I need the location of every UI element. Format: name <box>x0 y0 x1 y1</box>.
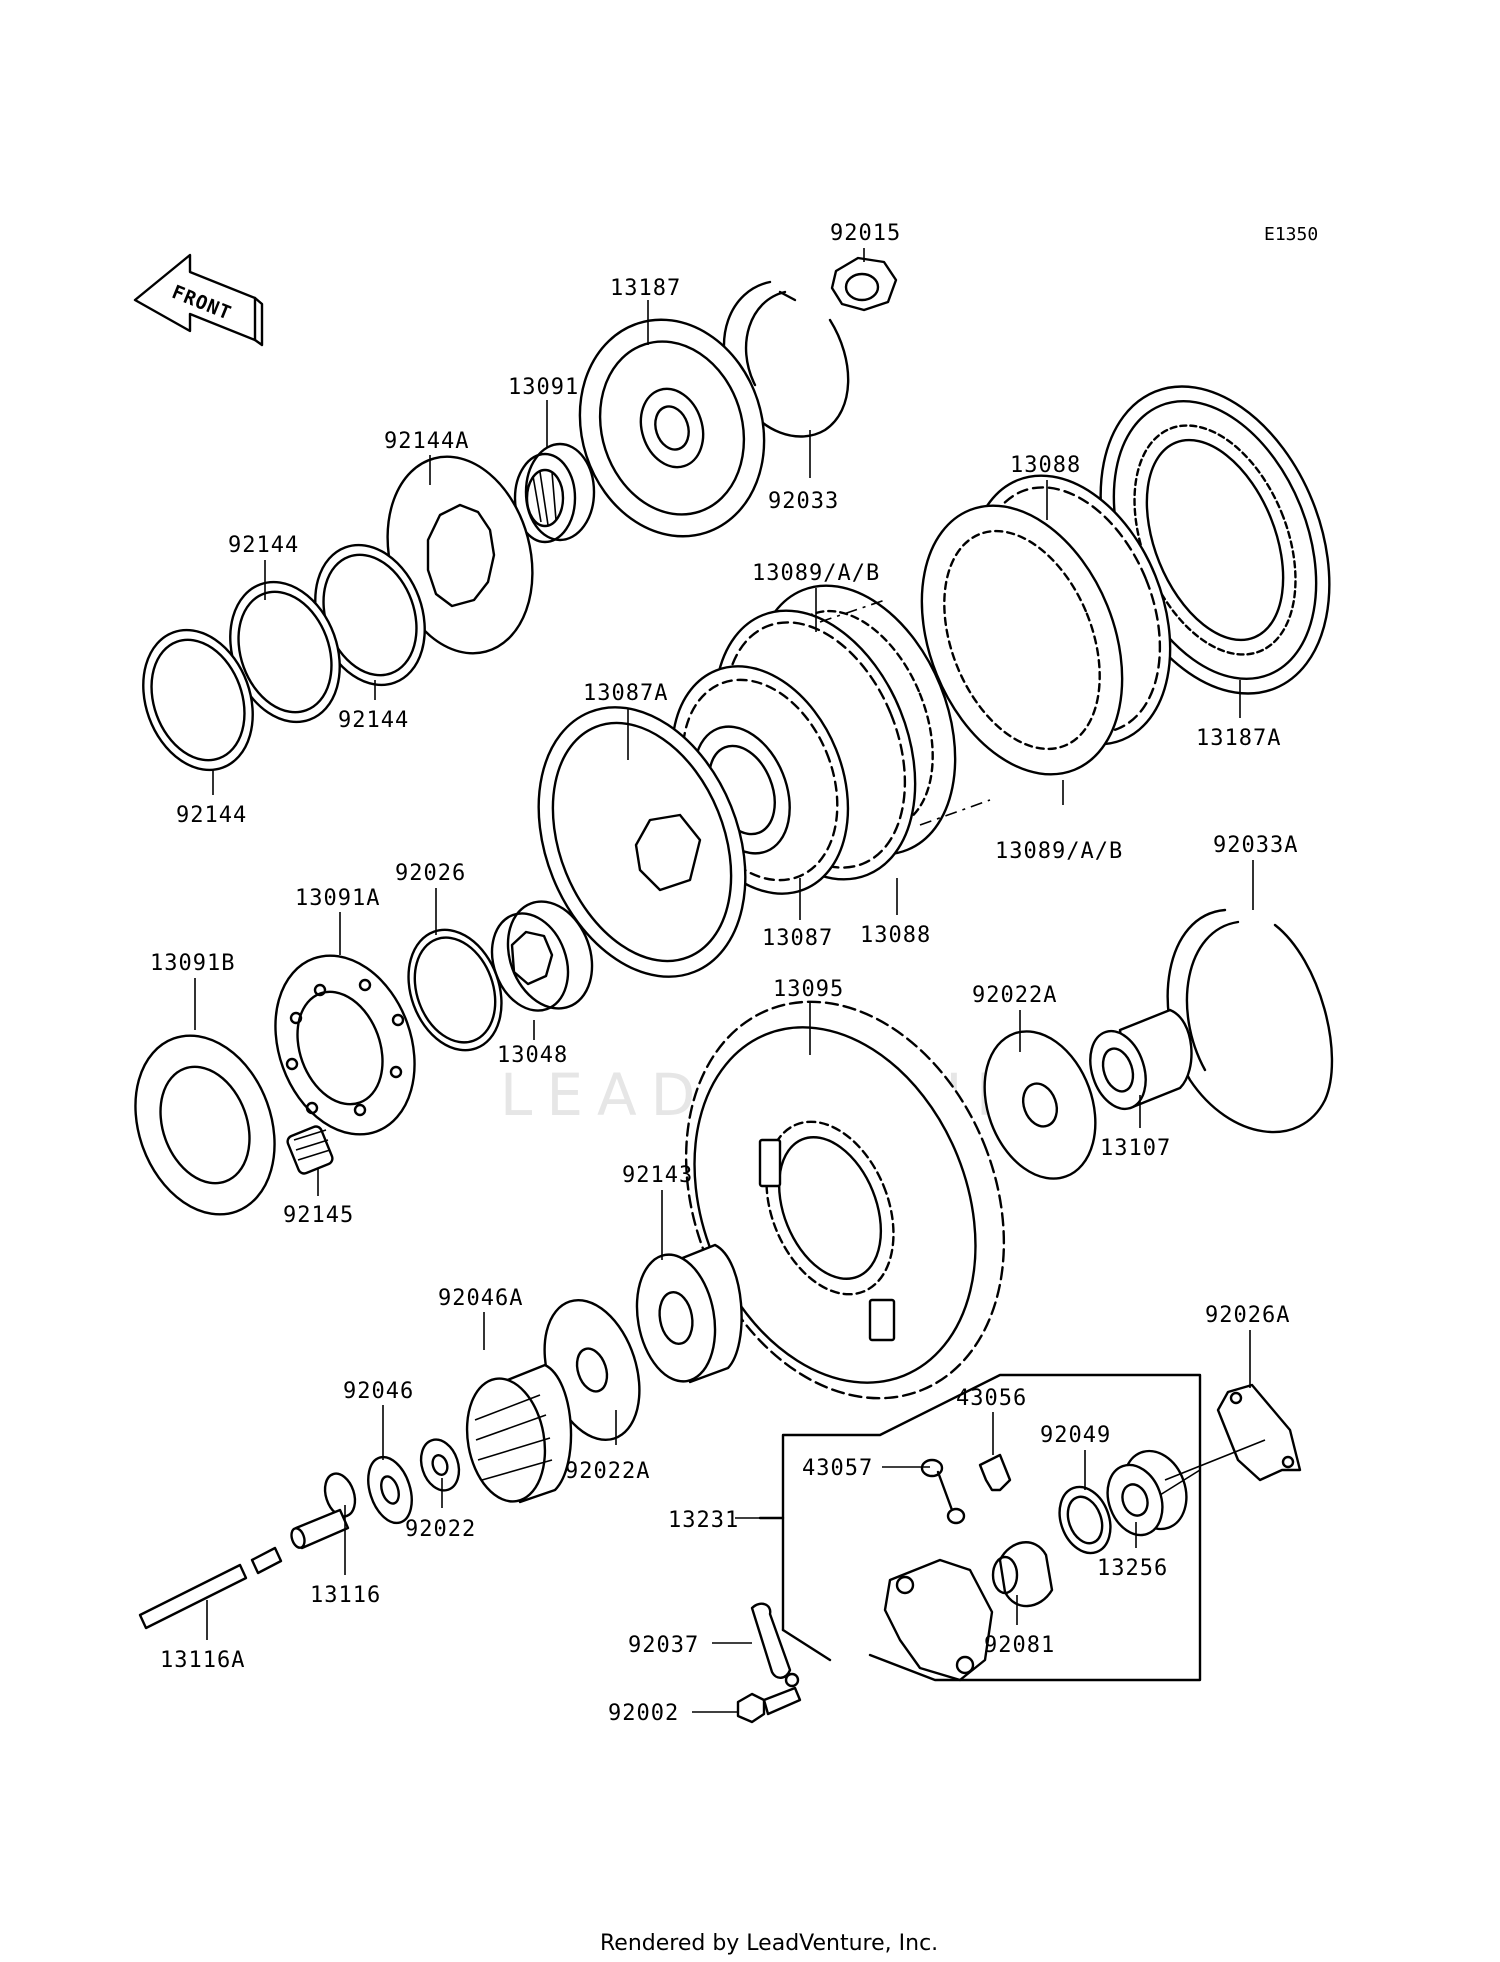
assembly-bracket-foot <box>781 1628 832 1662</box>
steel-plate-13089-b <box>920 504 1124 776</box>
label-92026A[interactable]: 92026A <box>1205 1303 1290 1328</box>
label-13048[interactable]: 13048 <box>497 1043 568 1068</box>
leader-lines <box>194 248 1266 1713</box>
label-13187[interactable]: 13187 <box>610 276 681 301</box>
label-13116[interactable]: 13116 <box>310 1583 381 1608</box>
washer-92022 <box>419 1438 461 1492</box>
label-92144A[interactable]: 92144A <box>384 429 469 454</box>
pin-92037 <box>750 1602 800 1688</box>
label-92081[interactable]: 92081 <box>984 1633 1055 1658</box>
label-13087A[interactable]: 13087A <box>583 681 668 706</box>
label-13107[interactable]: 13107 <box>1100 1136 1171 1161</box>
label-13088-top[interactable]: 13088 <box>1010 453 1081 478</box>
label-92022A-lower[interactable]: 92022A <box>565 1459 650 1484</box>
diagram-code: E1350 <box>1264 224 1318 245</box>
bushing-13107 <box>1089 1008 1193 1111</box>
label-92046A[interactable]: 92046A <box>438 1286 523 1311</box>
label-13089-top[interactable]: 13089/A/B <box>752 561 880 586</box>
label-92022A-upper[interactable]: 92022A <box>972 983 1057 1008</box>
snap-ring-92033A <box>1166 908 1334 1134</box>
needle-bearing-92046A <box>465 1363 573 1504</box>
washer-92144-a <box>142 628 254 772</box>
label-13091A[interactable]: 13091A <box>295 886 380 911</box>
label-92033A[interactable]: 92033A <box>1213 833 1298 858</box>
label-92015[interactable]: 92015 <box>830 221 901 246</box>
label-13187A[interactable]: 13187A <box>1196 726 1281 751</box>
gasket-92026A <box>1216 1383 1302 1482</box>
label-13116A[interactable]: 13116A <box>160 1648 245 1673</box>
collar-13091 <box>513 442 596 544</box>
label-92049[interactable]: 92049 <box>1040 1423 1111 1448</box>
sleeve-13048 <box>490 900 594 1012</box>
label-92046[interactable]: 92046 <box>343 1379 414 1404</box>
label-92026[interactable]: 92026 <box>395 861 466 886</box>
washer-92022A-a <box>983 1030 1097 1180</box>
rod-13116A <box>138 1546 283 1630</box>
release-cylinder-body <box>883 1558 994 1682</box>
washer-92144-b <box>229 580 341 724</box>
bolt-92002 <box>736 1686 802 1724</box>
hub-ring-13087A <box>537 706 747 978</box>
clutch-housing-13095 <box>684 1000 1006 1400</box>
snap-ring-92033 <box>722 280 850 438</box>
bleeder-43056 <box>978 1453 1012 1492</box>
label-92145[interactable]: 92145 <box>283 1203 354 1228</box>
holder-13091A <box>274 954 416 1136</box>
nut-92015 <box>830 256 898 312</box>
cap-43057 <box>920 1458 966 1525</box>
label-92022[interactable]: 92022 <box>405 1517 476 1542</box>
pressure-plate-13187 <box>578 318 766 538</box>
seal-92049 <box>1058 1485 1112 1555</box>
label-13095[interactable]: 13095 <box>773 977 844 1002</box>
part-labels: 92015 13187 13091 92144A 92033 92144 921… <box>150 221 1298 1726</box>
boot-92081 <box>991 1541 1054 1608</box>
label-92143[interactable]: 92143 <box>622 1163 693 1188</box>
label-92002[interactable]: 92002 <box>608 1701 679 1726</box>
bearing-13256 <box>1106 1449 1188 1537</box>
label-92144-top[interactable]: 92144 <box>228 533 299 558</box>
label-43057[interactable]: 43057 <box>802 1456 873 1481</box>
plate-92144A <box>386 455 534 655</box>
label-13087[interactable]: 13087 <box>762 926 833 951</box>
o-ring-92026 <box>407 928 503 1052</box>
label-13091B[interactable]: 13091B <box>150 951 235 976</box>
label-13089-bottom[interactable]: 13089/A/B <box>995 839 1123 864</box>
spring-92145 <box>286 1125 334 1175</box>
label-92144-bottom[interactable]: 92144 <box>176 803 247 828</box>
footer-credit: Rendered by LeadVenture, Inc. <box>600 1931 938 1956</box>
label-92033[interactable]: 92033 <box>768 489 839 514</box>
label-92144-mid[interactable]: 92144 <box>338 708 409 733</box>
label-13256[interactable]: 13256 <box>1097 1556 1168 1581</box>
collar-92143 <box>635 1243 743 1384</box>
label-13231[interactable]: 13231 <box>668 1508 739 1533</box>
label-13088-bottom[interactable]: 13088 <box>860 923 931 948</box>
front-arrow-icon: FRONT <box>133 253 264 347</box>
label-43056[interactable]: 43056 <box>956 1386 1027 1411</box>
pushrod-13116 <box>290 1472 357 1550</box>
washer-92046 <box>367 1455 413 1525</box>
label-13091[interactable]: 13091 <box>508 375 579 400</box>
assembly-bracket-13231 <box>781 1373 1202 1682</box>
washer-92144-c <box>314 543 426 687</box>
plate-13091B <box>134 1034 276 1216</box>
label-92037[interactable]: 92037 <box>628 1633 699 1658</box>
